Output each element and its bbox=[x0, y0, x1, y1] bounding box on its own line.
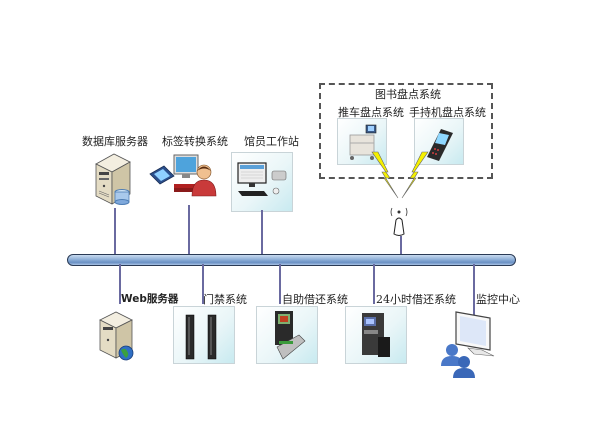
access-control-label: 门禁系统 bbox=[203, 293, 247, 306]
24h-return-card[interactable] bbox=[345, 306, 407, 364]
librarian-station-connector bbox=[261, 210, 263, 254]
monitoring-center-icon[interactable] bbox=[438, 308, 500, 380]
handheld-inventory-label: 手持机盘点系统 bbox=[409, 106, 486, 119]
web-server-connector bbox=[119, 264, 121, 304]
self-service-connector bbox=[279, 264, 281, 304]
access-point-connector bbox=[400, 236, 402, 254]
monitoring-label: 监控中心 bbox=[476, 293, 520, 306]
librarian-station-label: 馆员工作站 bbox=[244, 135, 299, 148]
cart-lightning-icon bbox=[371, 151, 399, 199]
wireless-access-point-icon[interactable] bbox=[387, 200, 411, 240]
self-service-label: 自助借还系统 bbox=[282, 293, 348, 306]
inventory-system-label: 图书盘点系统 bbox=[375, 88, 441, 101]
wireless-signal-lightning-icons bbox=[371, 151, 429, 199]
monitoring-connector bbox=[473, 264, 475, 336]
self-checkout-kiosk-icon bbox=[275, 311, 306, 360]
inventory-system-group bbox=[319, 83, 493, 179]
librarian-workstation-icon bbox=[237, 162, 287, 196]
atm-return-machine-icon bbox=[362, 313, 390, 357]
24h-return-connector bbox=[373, 264, 375, 304]
db-server-label: 数据库服务器 bbox=[82, 135, 148, 148]
inventory-cart-icon bbox=[349, 124, 377, 160]
network-backbone-bus bbox=[67, 254, 516, 266]
access-control-card[interactable] bbox=[173, 306, 235, 364]
access-control-connector bbox=[202, 264, 204, 304]
self-service-card[interactable] bbox=[256, 306, 318, 364]
librarian-station-card[interactable] bbox=[231, 152, 293, 212]
cart-inventory-label: 推车盘点系统 bbox=[338, 106, 404, 119]
handheld-lightning-icon bbox=[401, 151, 429, 199]
web-server-label: Web服务器 bbox=[121, 293, 179, 305]
security-gate-icon bbox=[185, 314, 217, 360]
tag-conversion-workstation-icon[interactable] bbox=[148, 152, 218, 202]
24h-return-label: 24小时借还系统 bbox=[376, 293, 456, 306]
db-server-connector bbox=[114, 208, 116, 254]
handheld-reader-icon bbox=[427, 129, 453, 161]
database-server-icon[interactable] bbox=[92, 152, 142, 208]
tag-conversion-connector bbox=[188, 205, 190, 254]
web-server-icon[interactable] bbox=[96, 310, 142, 362]
tag-conversion-label: 标签转换系统 bbox=[162, 135, 228, 148]
